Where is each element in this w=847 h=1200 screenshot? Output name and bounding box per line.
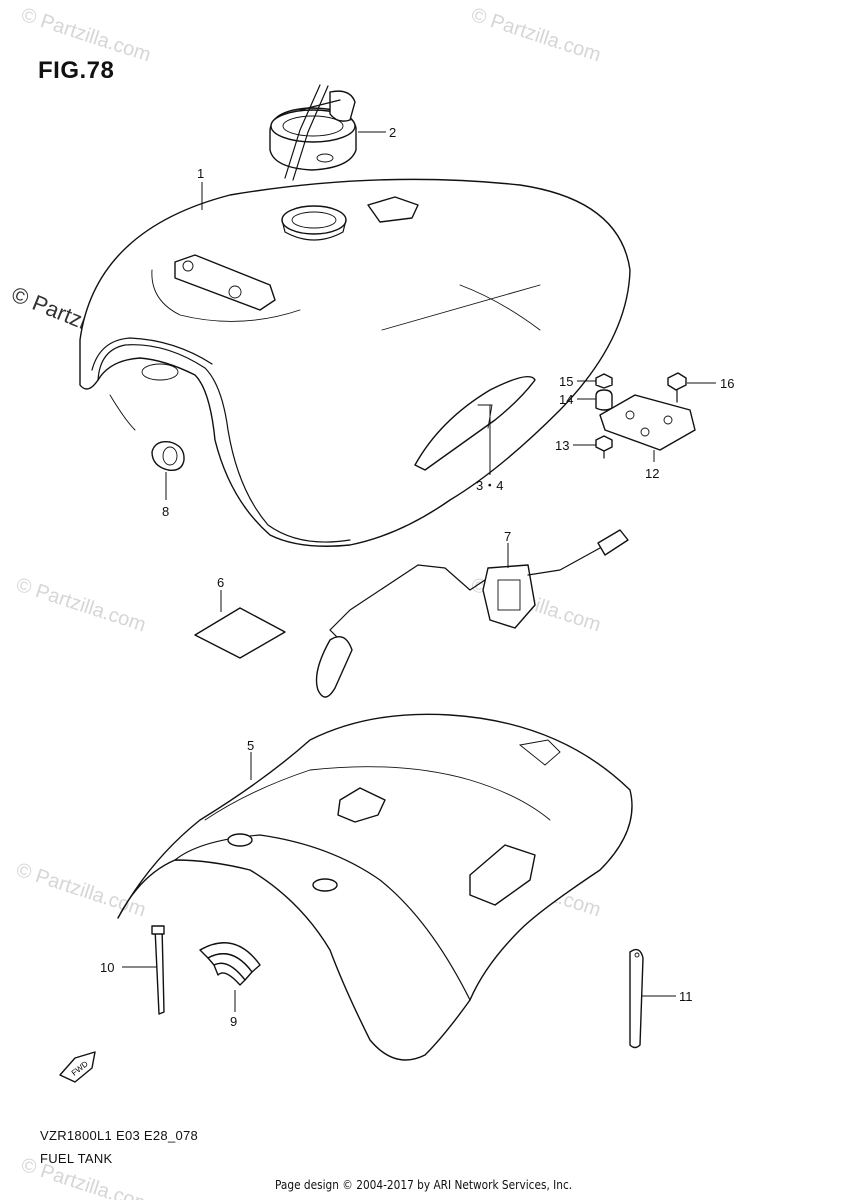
fuel-cap xyxy=(269,84,357,181)
fuel-tank xyxy=(79,178,631,547)
grommet xyxy=(151,441,185,471)
callout-14: 14 xyxy=(559,392,573,407)
callout-7: 7 xyxy=(504,529,511,544)
insulator xyxy=(199,942,261,986)
callout-16: 16 xyxy=(720,376,734,391)
callout-15: 15 xyxy=(559,374,573,389)
callout-13: 13 xyxy=(555,438,569,453)
leader-lines xyxy=(122,131,716,1012)
callout-8: 8 xyxy=(162,504,169,519)
callout-2: 2 xyxy=(389,125,396,140)
cushion-14 xyxy=(595,389,613,411)
screw-13 xyxy=(595,435,613,459)
page-footer: Page design © 2004-2017 by ARI Network S… xyxy=(275,1178,573,1192)
watermark: © Partzilla.com xyxy=(18,4,153,67)
callouts: 1 2 3・4 5 6 7 8 9 10 11 12 13 14 15 16 xyxy=(100,125,734,1029)
fwd-arrow-icon: FWD xyxy=(59,1051,96,1083)
cable-tie xyxy=(151,925,165,1015)
callout-6: 6 xyxy=(217,575,224,590)
model-code: VZR1800L1 E03 E28_078 xyxy=(40,1128,199,1143)
callout-5: 5 xyxy=(247,738,254,753)
mounting-bracket xyxy=(599,394,696,451)
band xyxy=(629,948,644,1049)
nut-15 xyxy=(595,373,613,389)
callout-1: 1 xyxy=(197,166,204,181)
watermark: © Partzilla.com xyxy=(13,859,148,922)
callout-10: 10 xyxy=(100,960,114,975)
watermark: © Partzilla.com xyxy=(13,574,148,637)
watermark: © Partzilla.com xyxy=(468,4,603,67)
heat-shield xyxy=(117,713,633,1061)
callout-11: 11 xyxy=(679,989,693,1004)
fuel-level-sender xyxy=(315,529,629,698)
callout-12: 12 xyxy=(645,466,659,481)
callout-3-4: 3・4 xyxy=(476,478,503,493)
bolt-16 xyxy=(667,372,687,403)
label-sheet xyxy=(194,607,286,659)
figure-title: FIG.78 xyxy=(38,57,115,84)
callout-9: 9 xyxy=(230,1014,237,1029)
figure-caption: FUEL TANK xyxy=(40,1151,113,1166)
